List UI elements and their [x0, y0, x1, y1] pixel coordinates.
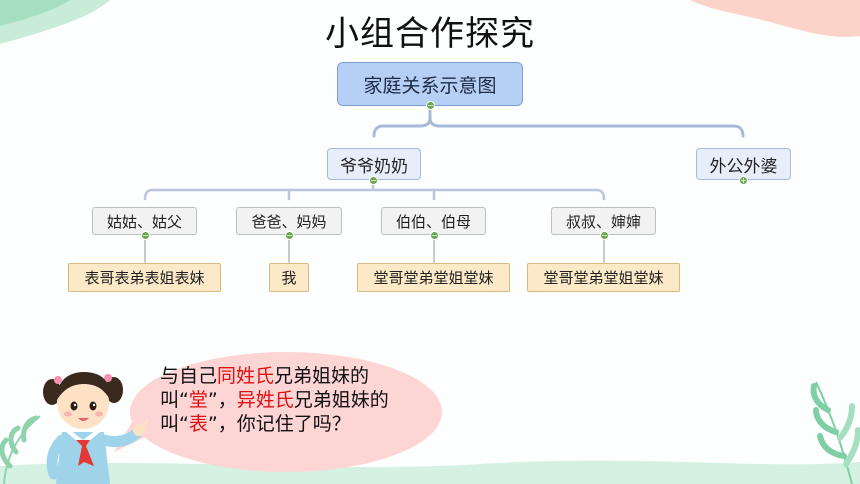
- speech-bubble-text: 与自己同姓氏兄弟姐妹的叫“堂”，异姓氏兄弟姐妹的叫“表”，你记住了吗？: [160, 365, 389, 435]
- node-parents[interactable]: 爸爸、妈妈: [236, 207, 342, 235]
- node-cousins-tang-1[interactable]: 堂哥堂弟堂姐堂妹: [357, 263, 510, 292]
- palm-leaf-left-decoration: [0, 415, 41, 484]
- node-cousins-tang-2[interactable]: 堂哥堂弟堂姐堂妹: [527, 263, 680, 292]
- node-paternal-grandparents[interactable]: 爷爷奶奶: [327, 148, 421, 180]
- girl-character-illustration: [43, 372, 148, 484]
- root-node[interactable]: 家庭关系示意图: [337, 62, 523, 106]
- node-me[interactable]: 我: [269, 263, 309, 292]
- top-right-blob-decoration: [690, 0, 860, 37]
- collapse-toggle-icon[interactable]: −: [285, 231, 294, 240]
- highlight-same-surname: 同姓氏: [217, 365, 275, 387]
- top-left-leaf-decoration: [0, 0, 110, 44]
- highlight-tang: 堂: [188, 389, 208, 411]
- highlight-different-surname: 异姓氏: [236, 389, 294, 411]
- node-younger-uncle-aunt[interactable]: 叔叔、婶婶: [551, 207, 656, 235]
- node-elder-uncle-aunt[interactable]: 伯伯、伯母: [381, 207, 486, 235]
- node-cousins-biao[interactable]: 表哥表弟表姐表妹: [68, 263, 221, 292]
- collapse-toggle-icon[interactable]: −: [369, 176, 378, 185]
- bottom-green-wave-decoration: [0, 460, 860, 484]
- collapse-toggle-icon[interactable]: −: [426, 101, 435, 110]
- slide-title: 小组合作探究: [325, 14, 535, 54]
- highlight-biao: 表: [188, 413, 208, 435]
- expand-toggle-icon[interactable]: +: [739, 176, 748, 185]
- palm-leaf-right-decoration: [810, 381, 860, 484]
- collapse-toggle-icon[interactable]: −: [141, 231, 150, 240]
- collapse-toggle-icon[interactable]: −: [430, 231, 439, 240]
- collapse-toggle-icon[interactable]: −: [600, 231, 609, 240]
